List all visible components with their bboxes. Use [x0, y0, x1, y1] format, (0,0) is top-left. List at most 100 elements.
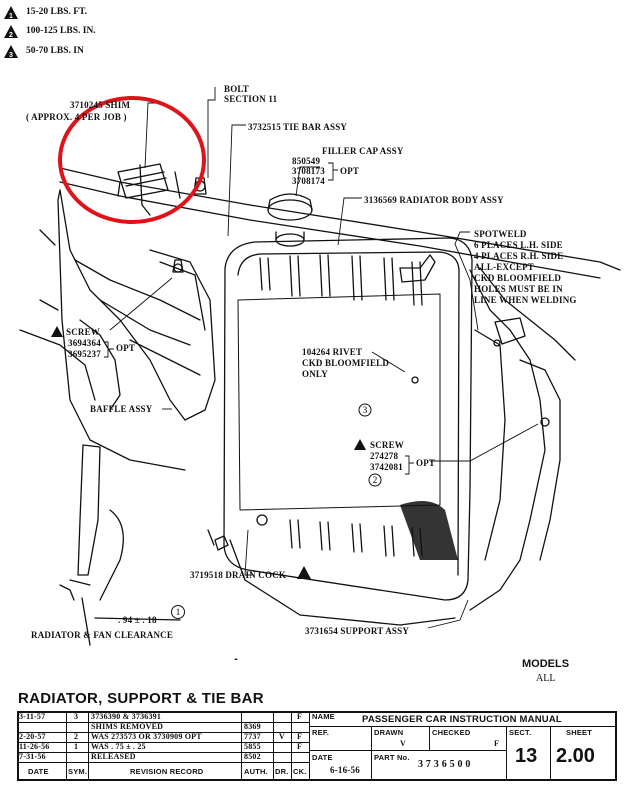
tb-sheet-label: SHEET [566, 728, 593, 737]
shim-stack [117, 163, 169, 199]
baffle-outline [149, 249, 216, 421]
rev-row-5-date: 7-31-56 [19, 752, 46, 761]
rev-row-3-record: WAS 273573 OR 3730909 OPT [91, 732, 202, 741]
label-bolt: BOLT [224, 84, 249, 94]
label-support-assy: 3731654 SUPPORT ASSY [305, 626, 410, 636]
svg-text:2: 2 [9, 32, 13, 38]
label-screw-right: SCREW [370, 440, 405, 450]
tb-ref-label: REF. [312, 728, 330, 737]
torque-row-2: 2 100-125 LBS. IN. [4, 24, 96, 38]
label-spotweld-4: ALL-EXCEPT [474, 262, 535, 272]
rev-footer-sym: SYM. [68, 767, 88, 776]
label-screw-right-p1: 274278 [370, 451, 399, 461]
rev-footer-ck: CK. [293, 767, 307, 776]
rev-row-3-auth: 7737 [244, 732, 261, 741]
rev-row-2-auth: 8369 [244, 722, 261, 731]
tb-name-value: PASSENGER CAR INSTRUCTION MANUAL [362, 714, 562, 725]
label-filler-cap-p1: 850549 [292, 156, 321, 166]
label-clearance-value: . 94 ± . 18 [118, 615, 157, 625]
page-title: RADIATOR, SUPPORT & TIE BAR [18, 690, 264, 707]
drain-cock-shape [207, 529, 229, 551]
callout-2-icon: 2 [368, 473, 382, 487]
label-radiator-body: 3136569 RADIATOR BODY ASSY [364, 195, 504, 205]
label-fan-clearance: RADIATOR & FAN CLEARANCE [31, 630, 174, 640]
svg-text:2: 2 [373, 475, 378, 485]
rev-row-5-auth: 8502 [244, 752, 261, 761]
label-tie-bar: 3732515 TIE BAR ASSY [248, 122, 348, 132]
tb-sheet-value: 2.00 [556, 745, 595, 767]
label-screw-left: SCREW [66, 327, 101, 337]
support-assy [469, 269, 546, 611]
torque-row-3: 3 50-70 LBS. IN [4, 44, 84, 58]
triangle-1-icon: 1 [4, 5, 18, 19]
label-filler-cap-p2: 3708173 [292, 166, 325, 176]
radiator-body-outline [223, 237, 473, 601]
torque-text-1: 15-20 LBS. FT. [26, 7, 88, 17]
label-baffle: BAFFLE ASSY [90, 404, 153, 414]
label-screw-left-opt: OPT [116, 343, 136, 353]
label-screw-left-p2: 3695237 [68, 349, 101, 359]
label-bolt-section: SECTION 11 [224, 94, 278, 104]
rev-top-ck: F [297, 712, 303, 721]
svg-text:3: 3 [363, 405, 368, 415]
models-value: ALL [536, 673, 556, 684]
tb-part-label: PART No. [374, 753, 410, 762]
tb-drawn-label: DRAWN [374, 728, 404, 737]
filler-cap-shape [267, 199, 313, 221]
triangle-2-icon: 2 [4, 24, 18, 38]
rev-row-4-sym: 1 [74, 742, 79, 751]
label-screw-right-p2: 3742081 [370, 462, 403, 472]
callout-1-icon: 1 [171, 605, 185, 619]
clearance-gauge [77, 444, 101, 576]
tie-bar [59, 167, 621, 271]
svg-text:1: 1 [176, 607, 181, 617]
label-filler-cap-p3: 3708174 [292, 176, 325, 186]
label-rivet-3: ONLY [302, 369, 328, 379]
tb-sect-value: 13 [515, 745, 538, 767]
label-filler-cap-opt: OPT [340, 166, 360, 176]
triangle-screw-left-icon [51, 326, 63, 337]
triangle-drain-cock-icon [297, 566, 311, 579]
tb-date-label: DATE [312, 753, 333, 762]
rev-row-4-record: WAS . 75 ± . 25 [91, 742, 146, 751]
rev-row-1-date: 3-11-57 [19, 712, 46, 721]
radiator-core [237, 293, 441, 511]
label-shim: 3710245 SHIM [70, 100, 131, 110]
svg-text:3: 3 [9, 52, 13, 58]
rev-row-3-dr: V [279, 732, 285, 741]
label-spotweld-5: CKD BLOOMFIELD [474, 273, 562, 283]
svg-text:1: 1 [9, 13, 13, 19]
rev-row-3-sym: 2 [74, 732, 79, 741]
label-screw-left-p1: 3694364 [68, 338, 101, 348]
label-spotweld-7: LINE WHEN WELDING [474, 295, 577, 305]
torque-text-3: 50-70 LBS. IN [26, 46, 84, 56]
torque-row-1: 1 15-20 LBS. FT. [4, 5, 87, 19]
rev-row-5-record: RELEASED [91, 752, 136, 761]
rev-footer-record: REVISION RECORD [130, 767, 204, 776]
rev-footer-auth: AUTH. [244, 767, 268, 776]
rev-row-3-ck: F [297, 732, 303, 741]
label-spotweld-3: 4 PLACES R.H. SIDE [474, 251, 564, 261]
tb-drawn-value: V [400, 739, 406, 748]
triangle-3-icon: 3 [4, 44, 18, 58]
label-spotweld-2: 6 PLACES L.H. SIDE [474, 240, 563, 250]
triangle-screw-right-icon [354, 439, 366, 450]
torque-text-2: 100-125 LBS. IN. [26, 26, 96, 36]
rev-row-3-date: 2-20-57 [19, 732, 46, 741]
rev-row-4-ck: F [297, 742, 303, 751]
tb-checked-value: F [494, 739, 500, 748]
rev-row-2-record: SHIMS REMOVED [91, 722, 164, 731]
label-filler-cap: FILLER CAP ASSY [322, 146, 404, 156]
label-drain-cock: 3719518 DRAIN COCK [190, 570, 287, 580]
tb-checked-label: CHECKED [432, 728, 471, 737]
tb-date-value: 6-16-56 [330, 765, 360, 775]
rev-row-4-date: 11-26-56 [19, 742, 50, 751]
tb-sect-label: SECT. [509, 728, 532, 737]
label-screw-right-opt: OPT [416, 458, 436, 468]
label-spotweld-6: HOLES MUST BE IN [474, 284, 563, 294]
left-fender-panel [59, 189, 186, 421]
tb-part-value: 3 7 3 6 5 0 0 [418, 759, 471, 770]
radiator-diagram [19, 87, 621, 660]
label-rivet-2: CKD BLOOMFIELD [302, 358, 390, 368]
label-rivet-1: 104264 RIVET [302, 347, 363, 357]
